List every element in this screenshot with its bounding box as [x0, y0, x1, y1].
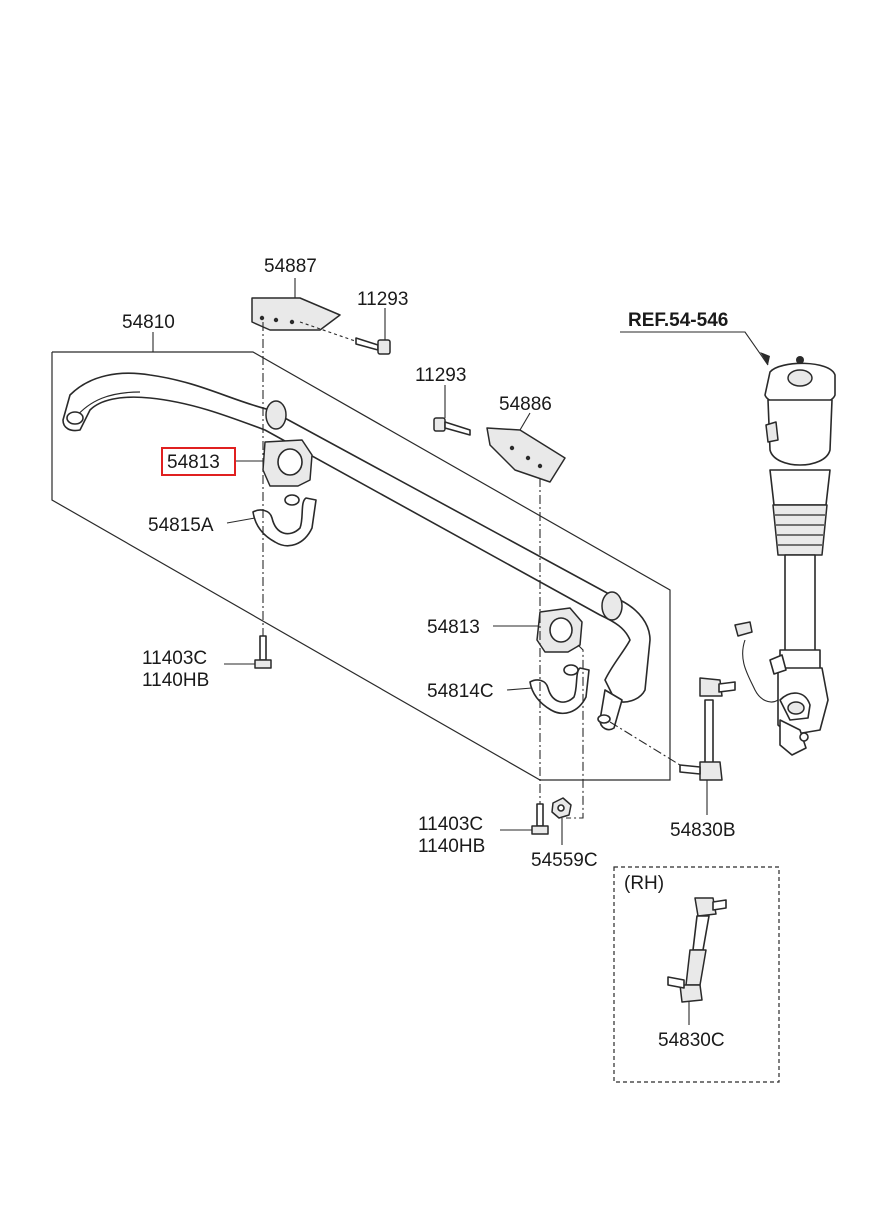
ref-arrow-head	[760, 352, 770, 365]
stabilizer-bar	[62, 372, 651, 731]
clamp-54814C	[529, 664, 590, 714]
bushing-54813-right	[536, 607, 583, 653]
label-54813-b[interactable]: 54813	[427, 617, 480, 638]
label-11403C-a[interactable]: 11403C	[142, 648, 207, 669]
assembly-line-link	[609, 721, 681, 766]
label-11293-b[interactable]: 11293	[415, 365, 466, 386]
label-54887[interactable]: 54887	[264, 256, 317, 277]
assembly-group-frame	[51, 351, 671, 781]
bolt-11403C-left	[254, 635, 272, 669]
leader-54814C	[506, 687, 533, 691]
rh-inset-frame	[613, 866, 780, 1083]
leader-ref	[620, 331, 769, 366]
label-54815A[interactable]: 54815A	[148, 515, 214, 536]
label-11403C-b[interactable]: 11403C	[418, 814, 483, 835]
clamp-54815A	[252, 494, 317, 547]
bracket-54886	[486, 427, 566, 483]
label-54830B[interactable]: 54830B	[670, 820, 736, 841]
label-1140HB-b[interactable]: 1140HB	[418, 836, 485, 857]
label-54559C[interactable]: 54559C	[531, 850, 598, 871]
stabilizer-link-54830B	[679, 677, 736, 781]
bolt-11293-upper	[299, 321, 391, 355]
label-1140HB-a[interactable]: 1140HB	[142, 670, 209, 691]
label-54810[interactable]: 54810	[122, 312, 175, 333]
bracket-54887	[251, 297, 341, 331]
bolt-11293-lower	[433, 417, 471, 436]
label-54813-a[interactable]: 54813	[167, 452, 220, 473]
label-11293-a[interactable]: 11293	[357, 289, 408, 310]
highlight-box-54813	[161, 447, 236, 476]
assembly-line-nut	[566, 644, 584, 819]
label-ref[interactable]: REF.54-546	[628, 310, 728, 331]
bushing-54813-left	[262, 439, 313, 487]
stabilizer-link-54830C	[667, 897, 727, 1003]
nut-54559C	[551, 797, 572, 819]
bolt-11403C-right	[531, 803, 549, 835]
leader-54886	[519, 412, 531, 431]
strut-assembly	[734, 356, 836, 756]
leader-54815A	[226, 517, 256, 524]
label-54886[interactable]: 54886	[499, 394, 552, 415]
label-rh: (RH)	[624, 873, 664, 894]
label-54814C[interactable]: 54814C	[427, 681, 494, 702]
label-54830C[interactable]: 54830C	[658, 1030, 725, 1051]
